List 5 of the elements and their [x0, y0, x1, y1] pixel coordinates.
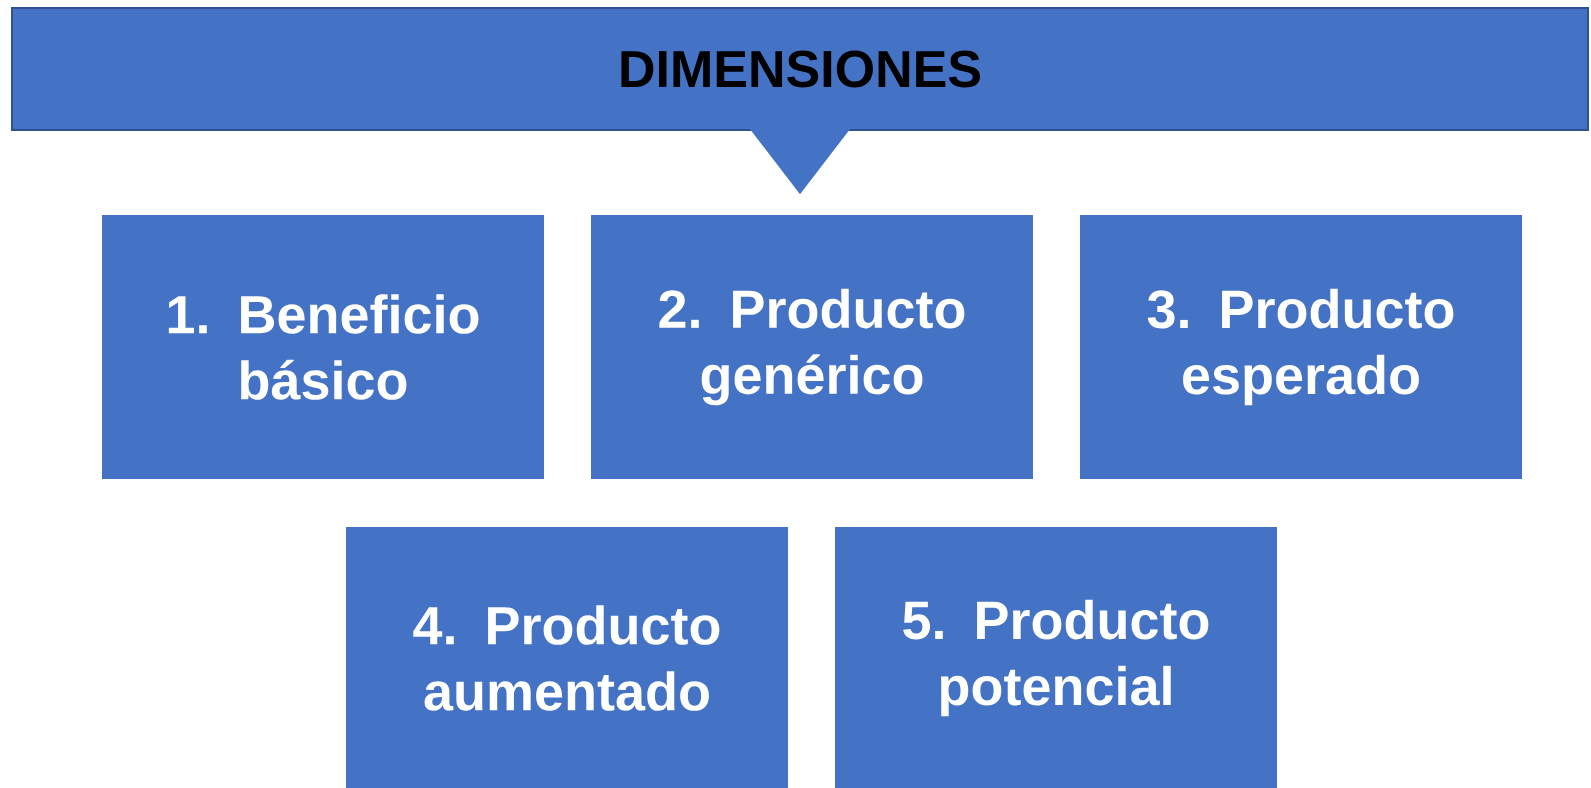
dimension-box: 3. Producto esperado — [1080, 215, 1522, 479]
dimension-box: 1. Beneficio básico — [102, 215, 544, 479]
dimension-box: 4. Producto aumentado — [346, 527, 788, 788]
dimension-box: 5. Producto potencial — [835, 527, 1277, 788]
dimension-box: 2. Producto genérico — [591, 215, 1033, 479]
